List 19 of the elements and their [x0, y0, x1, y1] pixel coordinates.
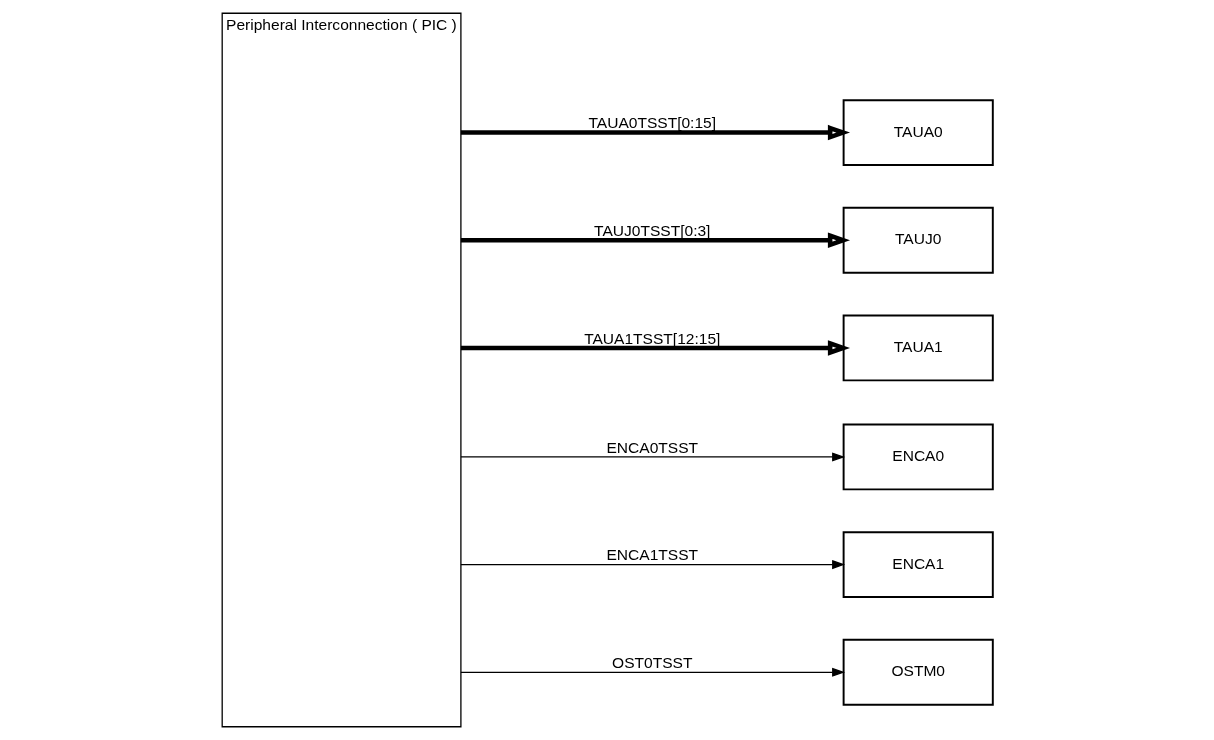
edge-label: OST0TSST	[611, 653, 692, 671]
edge-label: ENCA1TSST	[605, 546, 698, 564]
arrow	[459, 667, 845, 677]
arrow	[459, 560, 845, 570]
arrow	[460, 124, 850, 141]
node-box: TAUA0	[842, 99, 994, 166]
edge-label: TAUA1TSST[12:15]	[583, 329, 720, 347]
arrow	[459, 452, 845, 462]
node-box: TAUJ0	[842, 206, 994, 274]
edge-label: TAUA0TSST[0:15]	[587, 114, 716, 132]
node-box: OSTM0	[842, 638, 994, 706]
node-box: ENCA0	[842, 423, 994, 491]
edge-label: TAUJ0TSST[0:3]	[593, 221, 710, 239]
node-box: TAUA1	[842, 314, 994, 382]
node-box: ENCA1	[842, 531, 994, 598]
arrow	[460, 232, 850, 248]
arrow	[460, 340, 850, 356]
edge-label: ENCA0TSST	[605, 438, 698, 456]
node-box: Peripheral Interconnection ( PIC )	[221, 12, 462, 728]
